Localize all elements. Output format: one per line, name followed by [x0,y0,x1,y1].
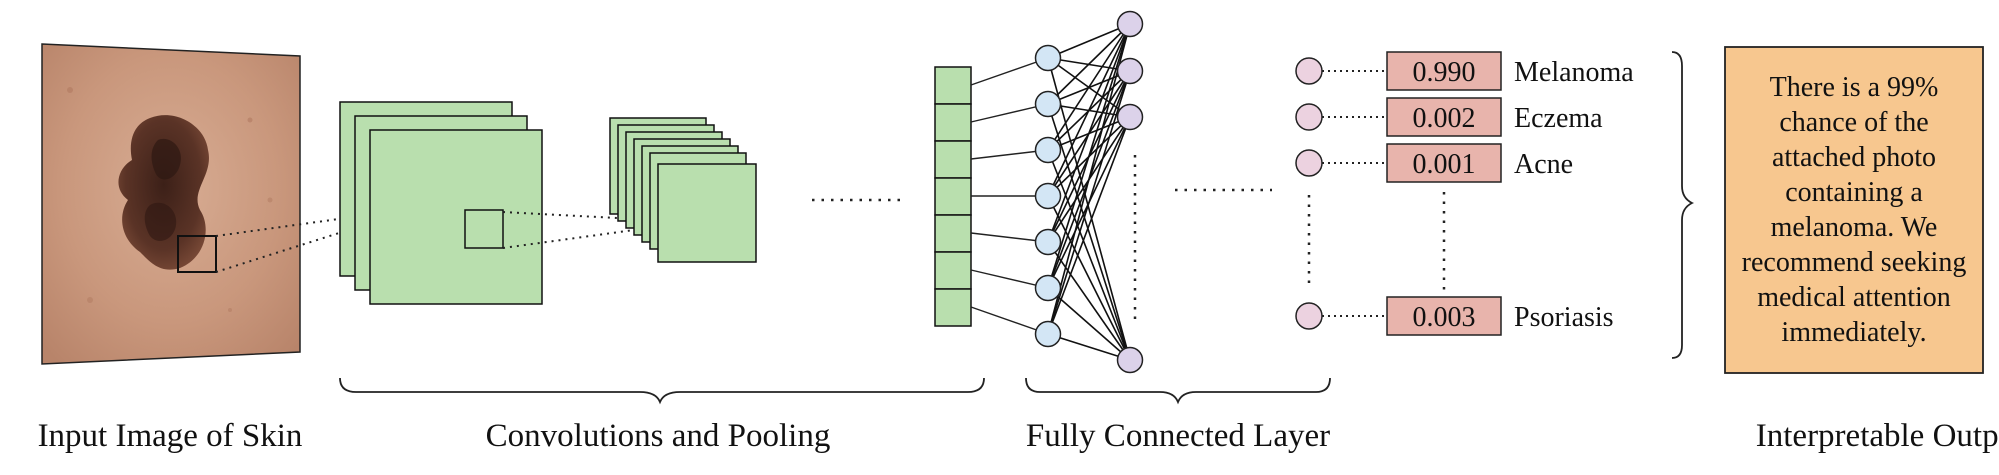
class-labels: Melanoma Eczema Acne Psoriasis [1514,57,1634,333]
output-neuron [1295,103,1323,131]
conv-brace [339,377,985,405]
lesion [118,115,209,270]
prob-value: 0.003 [1413,302,1476,333]
class-label: Melanoma [1514,57,1634,88]
hidden-neuron [1116,103,1144,131]
caption-output: Interpretable Output [1755,418,1999,454]
conv-kernel [464,209,504,249]
prob-value: 0.001 [1413,149,1476,180]
flatten-vector [934,66,972,327]
hidden-neuron [1116,10,1144,38]
fc-neuron [1034,136,1062,164]
caption-input: Input Image of Skin [37,418,303,454]
hidden-neuron [1116,57,1144,85]
output-message: There is a 99% chance of the attached ph… [1741,72,1967,348]
fc-input-neurons [1034,44,1062,348]
caption-conv: Convolutions and Pooling [485,418,831,454]
output-neuron [1295,302,1323,330]
class-label: Eczema [1514,103,1603,134]
class-label: Psoriasis [1514,302,1614,333]
fc-neuron [1034,44,1062,72]
fc-neuron [1034,228,1062,256]
fc-neuron [1034,182,1062,210]
output-neurons [1295,57,1386,330]
feature-map-stack-2 [609,117,757,263]
caption-fc: Fully Connected Layer [1025,418,1331,454]
output-brace [1671,51,1695,359]
output-neuron [1295,149,1323,177]
fc-brace [1025,377,1331,405]
feature-map-stack-1 [339,101,543,305]
hidden-neuron [1116,346,1144,374]
prob-value: 0.002 [1413,103,1476,134]
fc-neuron [1034,274,1062,302]
output-box [1724,46,1984,374]
output-text: There is a 99% chance of the attached ph… [1725,47,1983,373]
probability-boxes: 0.990 0.002 0.001 0.003 [1386,51,1502,336]
skin-image [41,43,301,365]
fc-hidden-neurons [1116,10,1144,374]
class-label: Acne [1514,149,1573,180]
prob-value: 0.990 [1413,57,1476,88]
fc-neuron [1034,320,1062,348]
patch-selector [177,235,217,273]
fc-connections [1047,23,1131,361]
output-neuron [1295,57,1323,85]
fc-neuron [1034,90,1062,118]
